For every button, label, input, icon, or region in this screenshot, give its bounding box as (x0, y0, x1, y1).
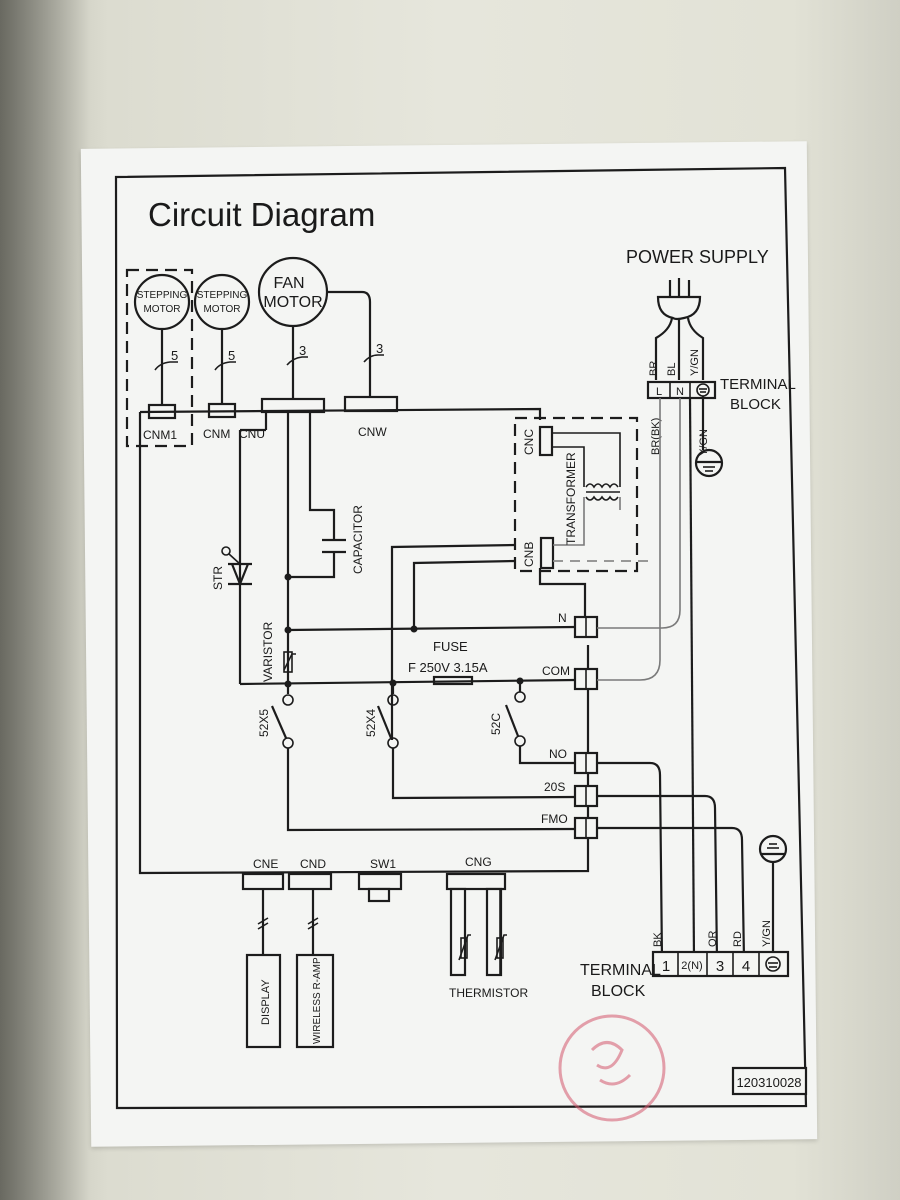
wire-capacitor (288, 412, 336, 579)
label-cne: CNE (253, 857, 278, 871)
mains-terminal-block: L N (646, 380, 717, 400)
capacitor: CAPACITOR (322, 505, 365, 574)
svg-text:VARISTOR: VARISTOR (261, 621, 275, 682)
svg-text:STEPPING: STEPPING (137, 290, 188, 301)
wire-label-br-bk: BR(BK) (650, 418, 662, 455)
outdoor-terminal-label-1: TERMINAL (580, 962, 661, 979)
earth-icon-outdoor (758, 834, 788, 864)
wire-n (287, 625, 576, 632)
wireless-receiver: WIRELESS R-AMP (287, 872, 335, 1049)
wire-label-ygn: Y/GN (689, 349, 701, 376)
svg-text:5: 5 (228, 348, 235, 363)
display-board: DISPLAY (241, 872, 285, 1049)
wire-or (597, 794, 719, 961)
svg-text:52C: 52C (489, 713, 503, 735)
fuse: FUSE F 250V 3.15A (408, 639, 488, 686)
relay-52c: 52C (489, 681, 575, 765)
label-terminal-no: NO (549, 747, 567, 761)
svg-text:DISPLAY: DISPLAY (260, 979, 272, 1025)
svg-text:120310028: 120310028 (736, 1075, 801, 1090)
svg-text:FAN: FAN (273, 275, 304, 292)
mains-terminal-label-2: BLOCK (730, 396, 781, 413)
label-cnm1: CNM1 (143, 428, 177, 442)
wire-label-bl: BL (666, 363, 678, 376)
svg-text:2(N): 2(N) (681, 960, 702, 972)
svg-text:1: 1 (662, 958, 670, 975)
diagram-frame (114, 166, 808, 1110)
svg-text:52X4: 52X4 (364, 709, 378, 737)
thermistors: THERMISTOR (445, 872, 528, 1000)
background-shadow (0, 0, 90, 1200)
inspection-stamp (558, 1014, 666, 1122)
svg-text:STEPPING: STEPPING (197, 290, 248, 301)
svg-text:MOTOR: MOTOR (203, 304, 240, 315)
svg-text:4: 4 (742, 958, 750, 975)
label-cnw: CNW (358, 425, 387, 439)
label-cnb: CNB (522, 542, 536, 567)
svg-text:STR: STR (211, 566, 225, 590)
wire-l-to-com (597, 398, 661, 681)
label-sw1: SW1 (370, 857, 396, 871)
svg-text:52X5: 52X5 (257, 709, 271, 737)
wire-bk (597, 761, 664, 961)
str-triac: STR (211, 546, 252, 590)
svg-text:FUSE: FUSE (433, 639, 468, 654)
label-cnd: CND (300, 857, 326, 871)
diagram-title: Circuit Diagram (148, 196, 375, 233)
svg-text:3: 3 (716, 958, 724, 975)
drawing-number-box: 120310028 (731, 1066, 808, 1096)
outdoor-terminal-label-2: BLOCK (591, 983, 646, 1000)
stepping-motor-2: STEPPING MOTOR 5 (193, 273, 251, 419)
wire-label-or: OR (707, 930, 719, 947)
svg-text:L: L (656, 386, 662, 398)
power-plug-icon (654, 278, 705, 380)
svg-text:MOTOR: MOTOR (143, 304, 180, 315)
connector-cnc (538, 425, 554, 457)
label-terminal-com: COM (542, 664, 570, 678)
wire-label-rd: RD (732, 931, 744, 947)
relay-52x5: 52X5 (257, 684, 576, 832)
wire-label-ygn-outdoor: Y/GN (761, 920, 773, 947)
label-terminal-n: N (558, 611, 567, 625)
wire-n-to-n (597, 398, 681, 629)
power-supply-label: POWER SUPPLY (626, 247, 769, 267)
outdoor-terminal-block: 1 2(N) 3 4 (651, 950, 790, 978)
svg-text:WIRELESS R-AMP: WIRELESS R-AMP (312, 957, 323, 1044)
relay-terminal-column (573, 615, 599, 840)
label-cnm: CNM (203, 427, 230, 441)
cnm1-dashed-boundary (125, 268, 194, 448)
earth-icon-mains (694, 448, 724, 478)
wire-n-to-outdoor (688, 397, 696, 961)
connector-cnb (539, 536, 555, 570)
svg-text:TRANSFORMER: TRANSFORMER (564, 452, 578, 545)
wire-label-br: BR (648, 361, 660, 376)
fan-motor: FAN MOTOR 3 3 (257, 256, 399, 414)
sw1-switch (357, 872, 403, 903)
varistor: VARISTOR (261, 621, 296, 682)
label-cnc: CNC (522, 429, 536, 455)
pcb-outline (138, 407, 590, 875)
wire-label-bk: BK (652, 932, 664, 947)
mains-terminal-label-1: TERMINAL (720, 376, 796, 393)
label-cng: CNG (465, 855, 492, 869)
svg-text:N: N (676, 386, 684, 398)
svg-text:CAPACITOR: CAPACITOR (351, 505, 365, 574)
label-terminal-20s: 20S (544, 780, 565, 794)
transformer: TRANSFORMER (552, 432, 621, 546)
svg-text:3: 3 (299, 343, 306, 358)
stepping-motor-1: STEPPING MOTOR 5 (133, 273, 191, 420)
transformer-dashed-boundary (513, 416, 639, 573)
svg-text:THERMISTOR: THERMISTOR (449, 986, 528, 1000)
wire-rd (597, 826, 746, 961)
svg-text:MOTOR: MOTOR (263, 294, 322, 311)
svg-text:F 250V 3.15A: F 250V 3.15A (408, 660, 488, 675)
svg-text:5: 5 (171, 348, 178, 363)
svg-text:3: 3 (376, 341, 383, 356)
label-terminal-fmo: FMO (541, 812, 568, 826)
